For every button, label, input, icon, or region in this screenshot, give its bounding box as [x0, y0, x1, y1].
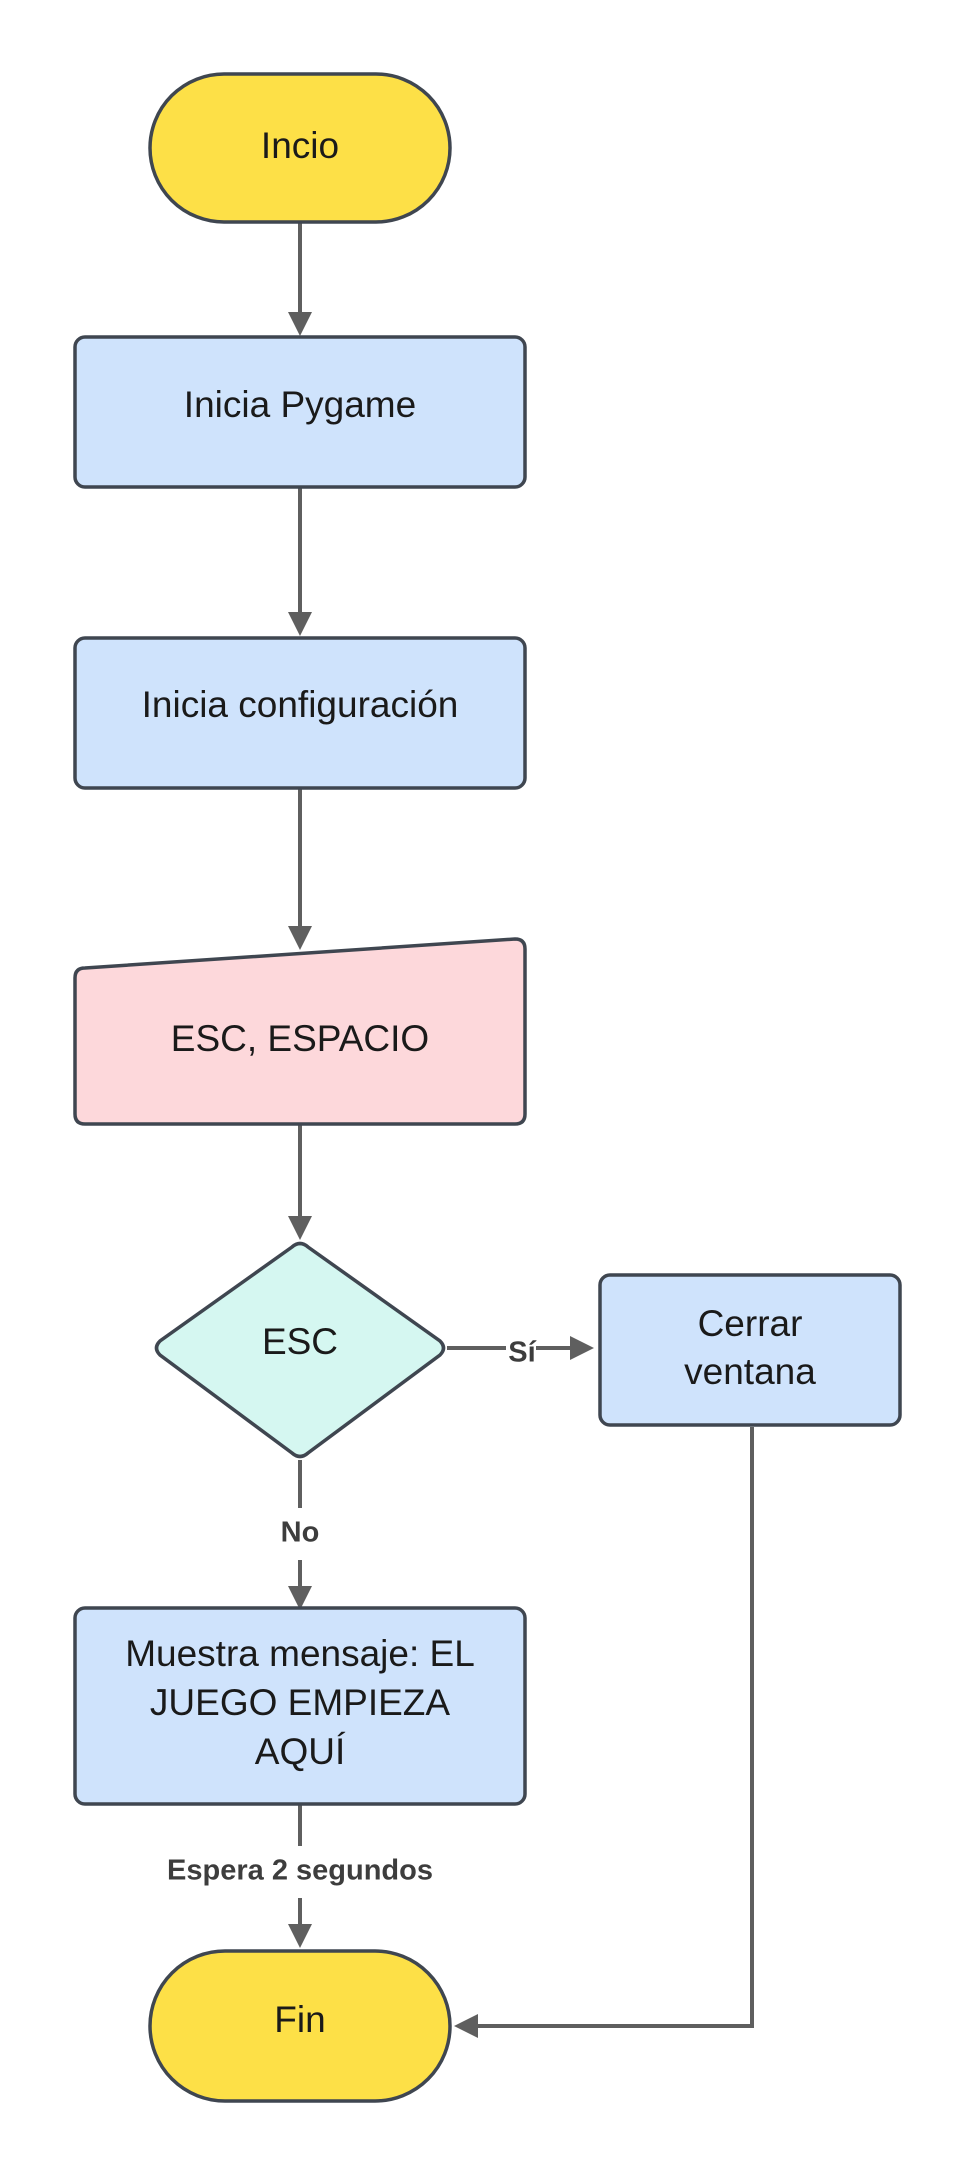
node-close-window-process: Cerrar ventana [598, 1273, 902, 1427]
node-init-config-process: Inicia configuración [73, 636, 527, 790]
connector-start-to-init-pygame [288, 222, 312, 336]
node-show-message-label-line1: Muestra mensaje: EL [125, 1633, 475, 1674]
node-init-config-label: Inicia configuración [142, 684, 459, 725]
node-show-message-label-line2: JUEGO EMPIEZA [150, 1682, 450, 1723]
edge-label-yes: Sí [508, 1337, 536, 1369]
arrowhead-icon [288, 1216, 312, 1240]
arrowhead-icon [288, 1586, 312, 1610]
connector-init-config-to-keys-input [288, 788, 312, 950]
node-start-label: Incio [261, 125, 339, 166]
arrowhead-icon [288, 1924, 312, 1948]
connector-decision-yes: Sí [447, 1336, 594, 1369]
node-keys-manual-input: ESC, ESPACIO [73, 937, 527, 1126]
node-end-label: Fin [274, 1999, 325, 2040]
node-show-message-label-line3: AQUÍ [255, 1731, 346, 1772]
connector-keys-input-to-decision [288, 1124, 312, 1240]
node-end-terminal: Fin [148, 1949, 452, 2103]
node-init-pygame-label: Inicia Pygame [184, 384, 416, 425]
connector-init-pygame-to-init-config [288, 487, 312, 636]
edge-label-wait: Espera 2 segundos [167, 1855, 433, 1887]
arrowhead-icon [288, 926, 312, 950]
node-init-pygame-process: Inicia Pygame [73, 335, 527, 489]
arrowhead-icon [288, 312, 312, 336]
node-keys-input-label: ESC, ESPACIO [171, 1018, 429, 1059]
connector-message-to-end: Espera 2 segundos [167, 1804, 433, 1948]
node-esc-decision-label: ESC [262, 1321, 338, 1362]
node-show-message-process: Muestra mensaje: EL JUEGO EMPIEZA AQUÍ [73, 1606, 527, 1806]
node-close-window-label-line2: ventana [684, 1351, 816, 1392]
node-esc-decision: ESC [154, 1241, 446, 1459]
arrowhead-icon [454, 2014, 478, 2038]
arrowhead-icon [570, 1336, 594, 1360]
arrowhead-icon [288, 612, 312, 636]
connector-decision-no: No [281, 1460, 320, 1610]
connector-close-window-to-end [454, 1427, 754, 2038]
node-close-window-label-line1: Cerrar [698, 1303, 803, 1344]
edge-label-no: No [281, 1517, 320, 1549]
node-start-terminal: Incio [148, 72, 452, 224]
